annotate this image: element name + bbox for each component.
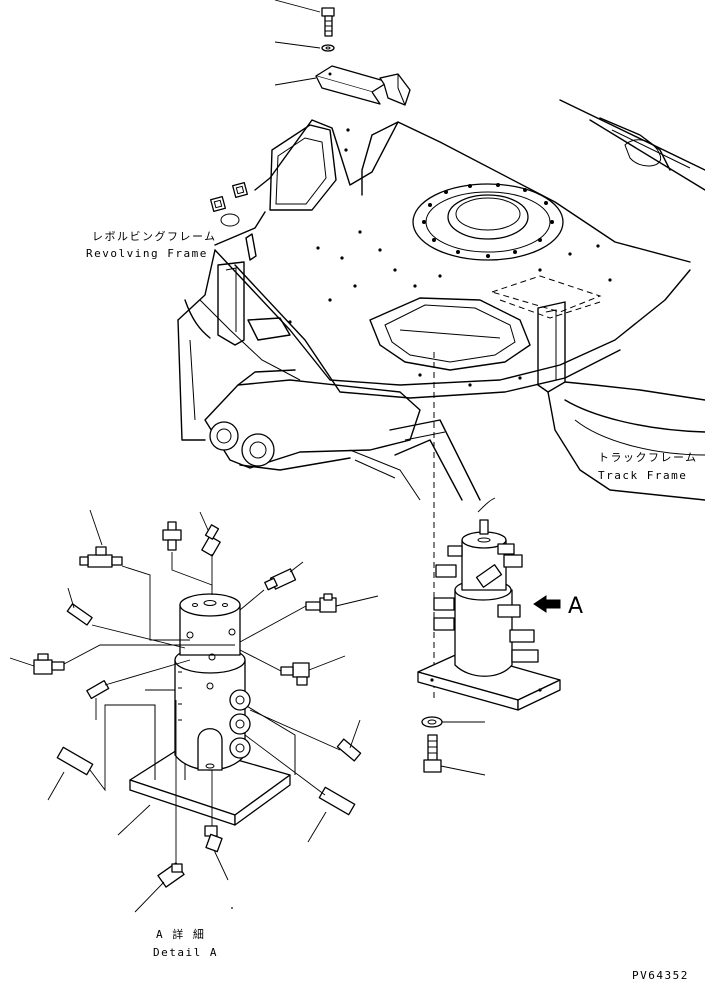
detail-a-assembly <box>120 594 295 825</box>
joint-washer <box>422 717 485 727</box>
track-frame-label-en: Track Frame <box>598 469 688 482</box>
top-bolt <box>275 0 334 36</box>
revolving-frame-label-en: Revolving Frame <box>86 247 208 260</box>
frame-nuts <box>211 183 256 260</box>
detail-a-title-jp: A 詳 細 <box>156 928 206 941</box>
detail-a-title-en: Detail A <box>153 946 218 959</box>
detail-a-leaders <box>10 510 378 912</box>
view-marker-a: A <box>568 594 584 619</box>
boom-foot <box>205 370 420 500</box>
track-frame <box>390 382 705 500</box>
swing-ring <box>413 183 563 260</box>
track-frame-label-jp: トラックフレーム <box>598 451 698 464</box>
revolving-frame <box>178 100 705 500</box>
frame-holes <box>288 128 612 387</box>
top-washer <box>275 42 334 51</box>
drawing-number: PV64352 <box>632 969 689 982</box>
top-bracket <box>275 66 410 105</box>
revolving-frame-label-jp: レボルビングフレーム <box>92 230 217 243</box>
arrow-right-icon <box>534 596 560 612</box>
swivel-joint-assembled <box>418 498 560 710</box>
joint-bolt <box>424 735 485 775</box>
